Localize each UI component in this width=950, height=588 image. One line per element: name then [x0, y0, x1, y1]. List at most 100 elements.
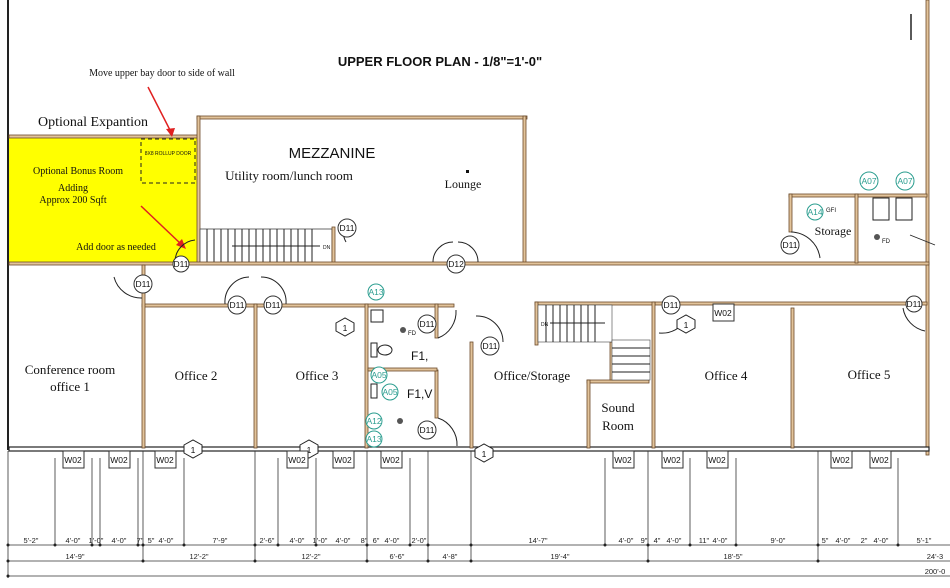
window-w02: W02 — [380, 450, 403, 469]
dim-text: 9" — [641, 536, 648, 545]
exterior-wall-bottom — [8, 446, 930, 452]
wall-office2-office3 — [253, 303, 258, 449]
move-door-note: Move upper bay door to side of wall — [89, 68, 235, 79]
door-d11-conference[interactable]: D11 — [113, 274, 153, 299]
dim-text: 1'-0" — [313, 536, 328, 545]
dim-text: 11" — [699, 536, 710, 545]
door-d11-restroom2[interactable]: D11 — [417, 417, 458, 447]
office-row-top-wall — [141, 303, 455, 308]
window-w02: W02 — [869, 450, 892, 469]
stair-wall — [331, 226, 336, 264]
door-d11-storage[interactable]: D11 — [780, 231, 821, 259]
leader-line — [909, 234, 936, 246]
office5-label: Office 5 — [848, 367, 891, 382]
tag-a13-bottom: A13 — [365, 430, 383, 448]
dim-text: 19'-4" — [550, 552, 569, 561]
mezzanine-left-wall — [196, 115, 201, 265]
dim-text: 2'-0" — [412, 536, 427, 545]
fd-label: FD — [408, 331, 417, 337]
tag-label: A12 — [366, 416, 381, 426]
door-d12[interactable]: D12 — [432, 241, 479, 274]
conference-room-label: Conference room — [25, 362, 116, 377]
corridor-top-wall — [8, 261, 930, 266]
dim-text: 4'-0" — [290, 536, 305, 545]
door-d11-bonus[interactable]: D11 — [172, 239, 196, 273]
window-w02: W02 — [332, 450, 355, 469]
office4-label: Office 4 — [705, 368, 748, 383]
plan-title: UPPER FLOOR PLAN - 1/8"=1'-0" — [338, 54, 542, 69]
door-d11[interactable]: D11 — [337, 218, 357, 243]
window-w02: W02 — [661, 450, 684, 469]
dim-text: 4'-0" — [836, 536, 851, 545]
mezzanine-label: MEZZANINE — [289, 145, 376, 162]
dim-text: 4'-0" — [336, 536, 351, 545]
stair2-top-wall — [534, 301, 656, 306]
outer-wall-right — [925, 0, 930, 456]
wall-type-tag: 1 — [474, 443, 494, 463]
office2-label: Office 2 — [175, 368, 218, 383]
window-label: W02 — [614, 455, 632, 465]
wall-conference-office2 — [141, 264, 146, 449]
stairs-dn-label: DN — [323, 245, 331, 251]
dim-text: 24'-3 — [927, 552, 943, 561]
dim-text: 4'-8" — [443, 552, 458, 561]
floor-drain-icon — [397, 418, 403, 424]
window-w02: W02 — [830, 450, 853, 469]
utility-room-label: Utility room/lunch room — [225, 168, 353, 183]
door-tag-label: D11 — [483, 341, 498, 351]
mezzanine-top-wall — [196, 115, 528, 120]
tag-label: A07 — [861, 176, 876, 186]
add-door-note: Add door as needed — [76, 242, 156, 253]
door-tag-label: D11 — [907, 299, 922, 309]
door-d11-office2[interactable]: D11 — [224, 276, 250, 315]
dim-text: 18'-5" — [723, 552, 742, 561]
office-stairs: DN — [537, 304, 651, 381]
window-label: W02 — [871, 455, 889, 465]
door-tag-label: D11 — [340, 223, 355, 233]
storage-divider — [854, 193, 859, 264]
window-w02: W02 — [706, 450, 729, 469]
dim-text: 12'-2" — [189, 552, 208, 561]
storage-label: Storage — [815, 224, 852, 238]
wall-office3-restroom — [364, 303, 369, 449]
tag-a12: A12 — [365, 412, 383, 430]
door-d11-restroom1[interactable]: D11 — [417, 309, 457, 339]
wall-type-tag: 1 — [335, 317, 355, 337]
toilet-tank-icon — [370, 383, 378, 399]
wall-type-label: 1 — [482, 449, 487, 459]
dim-text: 5" — [148, 536, 155, 545]
wall-type-label: 1 — [343, 323, 348, 333]
dim-text: 9'-0" — [771, 536, 786, 545]
door-tag-label: D11 — [230, 300, 245, 310]
window-w02: W02 — [62, 450, 85, 469]
rollup-door-label: 8X8 ROLLUP DOOR — [145, 151, 192, 157]
storage-left-wall — [788, 193, 793, 233]
wall-type-tag: 1 — [676, 314, 696, 334]
window-label: W02 — [832, 455, 850, 465]
toilet-tank-icon — [370, 342, 378, 358]
fd-label: FD — [882, 239, 891, 245]
door-d11-office-storage[interactable]: D11 — [475, 315, 504, 356]
wall-type-label: 1 — [307, 445, 312, 455]
dim-text: 4'-0" — [66, 536, 81, 545]
door-d11-office3[interactable]: D11 — [260, 276, 287, 315]
window-label: W02 — [64, 455, 82, 465]
door-tag-label: D11 — [420, 319, 435, 329]
window-label: W02 — [714, 308, 732, 318]
dim-text: 5" — [822, 536, 829, 545]
window-label: W02 — [663, 455, 681, 465]
dim-text: 2" — [861, 536, 868, 545]
dimension-row1: 5'-2" 4'-0" 1'-0" 4'-0" 7" 5" 4'-0" 7'-9… — [24, 536, 932, 545]
floor-drain-icon — [400, 327, 406, 333]
sound-room-left-wall — [586, 379, 591, 449]
window-label: W02 — [382, 455, 400, 465]
toilet-icon — [377, 344, 393, 356]
door-d11-office5[interactable]: D11 — [902, 295, 926, 332]
door-tag-label: D11 — [783, 240, 798, 250]
tag-label: A05 — [371, 370, 386, 380]
tag-a13-top: A13 — [367, 283, 385, 301]
tag-a05-2: A05 — [381, 383, 399, 401]
wall-type-label: 1 — [191, 445, 196, 455]
gfi-label: GFI — [826, 208, 836, 214]
dimension-row2: 14'-9" 12'-2" 12'-2" 6'-6" 4'-8" 19'-4" … — [65, 552, 943, 561]
